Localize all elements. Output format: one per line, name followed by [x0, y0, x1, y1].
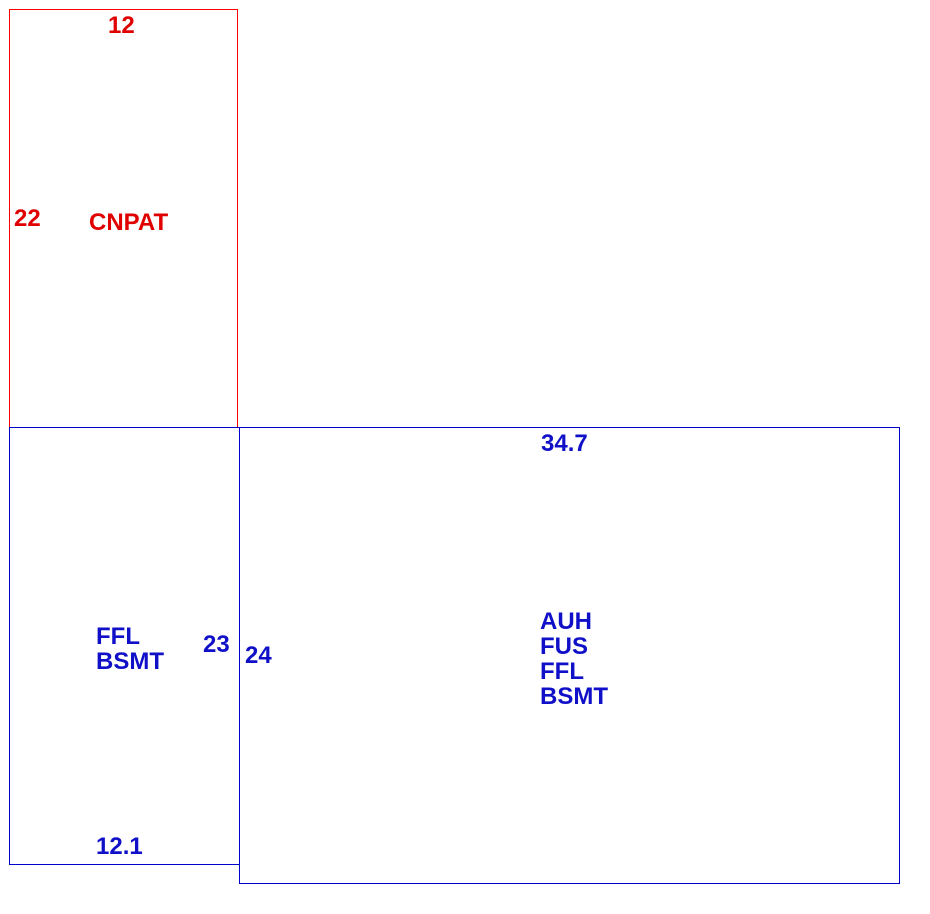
left-section-code: BSMT: [96, 648, 164, 675]
main-section-top-dimension: 34.7: [541, 430, 588, 457]
left-section-bottom-dimension: 12.1: [96, 833, 143, 860]
patio-top-dimension: 12: [108, 12, 135, 39]
main-section-code: BSMT: [540, 683, 608, 710]
left-section-right-dimension: 23: [203, 631, 230, 658]
patio-code-label: CNPAT: [89, 209, 169, 236]
left-section-code: FFL: [96, 623, 140, 650]
patio-left-dimension: 22: [14, 205, 41, 232]
main-section-left-dimension: 24: [245, 642, 272, 669]
left-section-codes: FFL BSMT: [96, 624, 164, 674]
main-section-code: FUS: [540, 633, 588, 660]
main-section-outline: [239, 427, 900, 884]
main-section-code: FFL: [540, 658, 584, 685]
main-section-code: AUH: [540, 608, 592, 635]
main-section-codes: AUH FUS FFL BSMT: [540, 609, 608, 709]
